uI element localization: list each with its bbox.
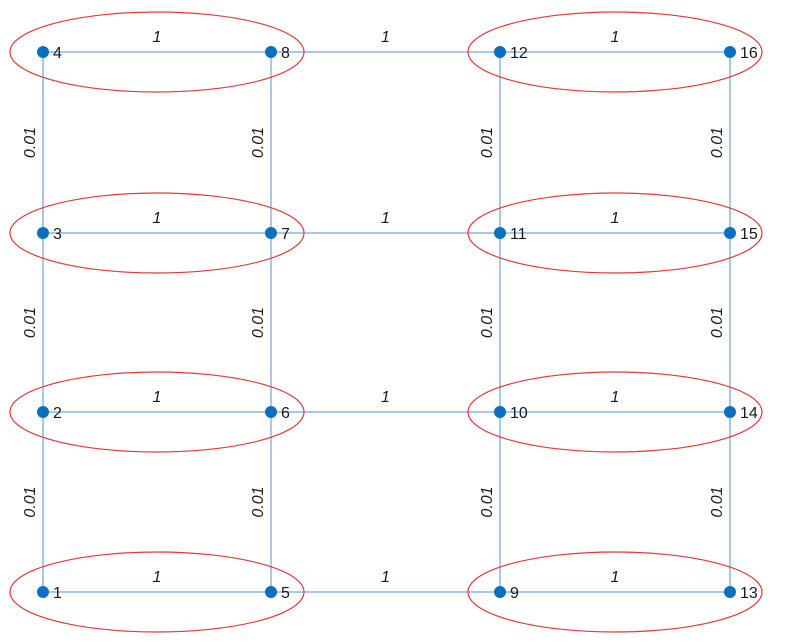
edge-weight-label: 1: [381, 389, 390, 406]
edge-weight-label: 0.01: [22, 127, 39, 158]
group-ellipse-4-8: [9, 11, 305, 93]
node-8: [265, 46, 277, 58]
group-ellipses-layer: [9, 11, 763, 633]
edge-weight-label: 0.01: [709, 127, 726, 158]
node-6: [265, 406, 277, 418]
node-label: 3: [53, 226, 62, 243]
node-5: [265, 586, 277, 598]
node-9: [494, 586, 506, 598]
group-ellipse-11-15: [467, 192, 763, 274]
edge-weight-label: 1: [381, 569, 390, 586]
edge-weight-label: 0.01: [250, 307, 267, 338]
node-label: 4: [53, 45, 62, 62]
edge-weight-label: 0.01: [22, 486, 39, 517]
group-ellipse-3-7: [9, 192, 305, 274]
node-1: [37, 586, 49, 598]
edge-weight-label: 1: [381, 210, 390, 227]
edges-layer: [42, 51, 731, 593]
node-label: 16: [740, 45, 758, 62]
edge-weight-label: 0.01: [479, 486, 496, 517]
edge-weight-label: 1: [153, 569, 162, 586]
node-label: 7: [281, 226, 290, 243]
edge-weight-label: 0.01: [709, 307, 726, 338]
node-label: 6: [281, 405, 290, 422]
group-ellipse-9-13: [467, 551, 763, 633]
node-2: [37, 406, 49, 418]
node-label: 5: [281, 585, 290, 602]
node-10: [494, 406, 506, 418]
node-3: [37, 227, 49, 239]
edge-weight-label: 1: [611, 29, 620, 46]
node-label: 14: [740, 405, 758, 422]
node-7: [265, 227, 277, 239]
group-ellipse-10-14: [467, 371, 763, 453]
node-14: [724, 406, 736, 418]
group-ellipse-1-5: [9, 551, 305, 633]
node-label: 9: [510, 585, 519, 602]
node-label: 11: [510, 226, 527, 243]
node-label: 10: [510, 405, 528, 422]
edge-weight-label: 1: [611, 569, 620, 586]
edge-weight-label: 0.01: [709, 486, 726, 517]
edge-weight-label: 0.01: [250, 486, 267, 517]
node-11: [494, 227, 506, 239]
group-ellipse-12-16: [467, 11, 763, 93]
node-label: 15: [740, 226, 758, 243]
edge-weight-label: 1: [611, 389, 620, 406]
node-label: 1: [53, 585, 62, 602]
edge-weight-label: 1: [381, 29, 390, 46]
edge-weight-label: 1: [153, 389, 162, 406]
node-16: [724, 46, 736, 58]
edge-weight-label: 1: [153, 29, 162, 46]
edge-weight-label: 0.01: [479, 307, 496, 338]
nodes-layer: [37, 46, 736, 598]
edge-weight-label: 0.01: [479, 127, 496, 158]
edge-weight-label: 1: [611, 210, 620, 227]
node-label: 13: [740, 585, 758, 602]
edge-weight-label: 1: [153, 210, 162, 227]
edge-weight-label: 0.01: [22, 307, 39, 338]
node-label: 8: [281, 45, 290, 62]
node-label: 2: [53, 405, 62, 422]
node-label: 12: [510, 45, 528, 62]
node-13: [724, 586, 736, 598]
node-15: [724, 227, 736, 239]
node-4: [37, 46, 49, 58]
group-ellipse-2-6: [9, 371, 305, 453]
node-12: [494, 46, 506, 58]
edge-weight-label: 0.01: [250, 127, 267, 158]
